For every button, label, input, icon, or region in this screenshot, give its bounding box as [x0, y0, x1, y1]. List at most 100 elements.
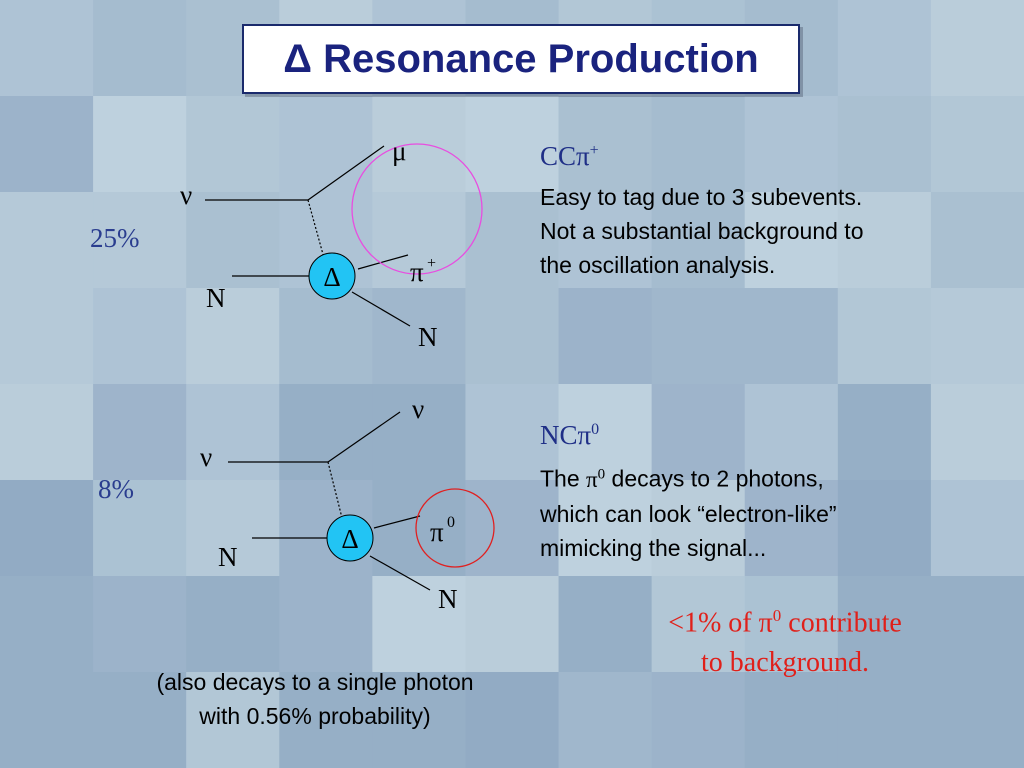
background-tile	[837, 480, 932, 577]
background-tile	[930, 192, 1024, 289]
background-tile	[372, 192, 467, 289]
background-tile	[651, 384, 746, 481]
cc-line-1: Easy to tag due to 3 subevents.	[540, 184, 863, 210]
nc-pi-symbol: π	[586, 466, 598, 492]
background-tile	[93, 384, 188, 481]
background-tile	[0, 576, 95, 673]
background-tile	[837, 576, 932, 673]
neutrino-out-label: ν	[412, 394, 424, 424]
background-tile	[0, 192, 95, 289]
background-tile	[651, 96, 746, 193]
background-tile	[558, 192, 653, 289]
background-tile	[930, 672, 1024, 768]
background-tile	[465, 384, 560, 481]
nc-heading-main: NCπ	[540, 420, 592, 450]
background-tile	[558, 576, 653, 673]
background-tile	[465, 192, 560, 289]
background-tile	[186, 288, 281, 385]
background-tile	[93, 672, 188, 768]
nc-line-1-pi: π0	[586, 466, 605, 492]
neutrino-label: ν	[200, 442, 212, 472]
background-tile	[0, 288, 95, 385]
slide-title: Δ Resonance Production	[283, 36, 759, 81]
background-tile	[186, 480, 281, 577]
note-part-2: contribute	[781, 607, 902, 639]
background-tile	[930, 480, 1024, 577]
background-tile	[744, 96, 839, 193]
background-tile	[744, 672, 839, 768]
background-tile	[93, 576, 188, 673]
delta-label: Δ	[323, 262, 340, 292]
background-tile	[0, 384, 95, 481]
background-tile	[93, 96, 188, 193]
nc-line-1-prefix: The	[540, 465, 587, 492]
background-tile	[837, 384, 932, 481]
pion-line	[373, 515, 421, 529]
background-tile	[186, 672, 281, 768]
background-tile	[186, 384, 281, 481]
background-tile	[837, 288, 932, 385]
pion-charge: 0	[447, 514, 455, 531]
background-tile	[837, 0, 932, 97]
background-tile	[651, 192, 746, 289]
resonance-vertex	[326, 514, 374, 562]
background-note-line-2: to background.	[701, 647, 869, 679]
neutrino-label: ν	[180, 180, 192, 210]
background-tile	[465, 672, 560, 768]
note-sup: 0	[772, 606, 782, 625]
background-tile	[930, 576, 1024, 673]
pion-label: π	[430, 517, 444, 547]
background-tile	[930, 0, 1024, 97]
cc-heading: CCπ+	[540, 141, 599, 172]
background-tile	[279, 384, 374, 481]
cc-line-2: Not a substantial background to	[540, 218, 864, 244]
pion-charge: +	[427, 255, 436, 272]
background-tile	[0, 96, 95, 193]
background-tile	[558, 96, 653, 193]
background-tile	[744, 576, 839, 673]
background-tile	[279, 672, 374, 768]
nc-line-1: The π0 decays to 2 photons,	[540, 457, 837, 497]
background-tile	[465, 288, 560, 385]
pion-label: π	[410, 257, 424, 287]
nucleon-out-label: N	[418, 322, 438, 352]
nc-description: The π0 decays to 2 photons, which can lo…	[540, 457, 837, 565]
muon-label: μ	[392, 136, 406, 166]
background-tile	[930, 384, 1024, 481]
diagram-bottom: Δ ν N ν π 0 N 8%	[98, 394, 495, 614]
tag-circle-top	[351, 143, 483, 275]
background-tile	[93, 0, 188, 97]
background-tile	[279, 96, 374, 193]
background-tile	[744, 288, 839, 385]
background-tile	[186, 576, 281, 673]
background-tile	[0, 672, 95, 768]
background-tile	[837, 672, 932, 768]
background-tile	[744, 384, 839, 481]
background-tile	[465, 96, 560, 193]
tag-circle-bottom	[415, 488, 495, 568]
cc-heading-main: CCπ	[540, 141, 590, 171]
background-tile	[372, 480, 467, 577]
nc-line-3: mimicking the signal...	[540, 534, 767, 561]
nucleon-out-line	[369, 555, 431, 591]
background-tile	[558, 480, 653, 577]
background-tile	[465, 480, 560, 577]
pion-line	[357, 254, 409, 270]
muon-line	[307, 145, 385, 201]
delta-label: Δ	[341, 524, 358, 554]
background-tile	[651, 480, 746, 577]
nucleon-out-line	[351, 291, 411, 327]
title-box: Δ Resonance Production	[242, 24, 800, 94]
w-boson-line	[307, 199, 325, 259]
background-tile	[372, 576, 467, 673]
background-tile	[93, 288, 188, 385]
background-tile	[0, 480, 95, 577]
nucleon-in-label: N	[206, 283, 226, 313]
background-tile	[744, 480, 839, 577]
footnote-line-2: with 0.56% probability)	[199, 703, 431, 729]
footnote: (also decays to a single photon with 0.5…	[100, 665, 530, 733]
background-note-line-1: <1% of π0 contribute	[620, 596, 950, 643]
background-tile	[372, 288, 467, 385]
